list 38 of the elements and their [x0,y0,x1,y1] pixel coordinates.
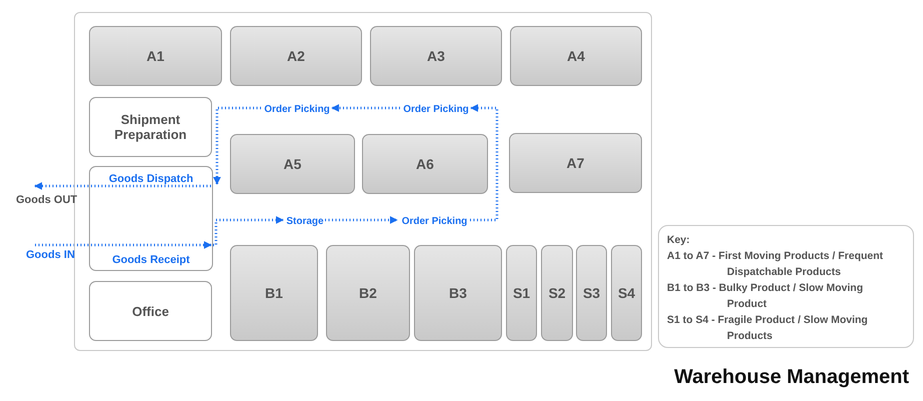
flow-label: Order Picking [402,102,470,117]
key-entry: A1 to A7 - First Moving Products / Frequent Dispatchable Products [667,249,884,280]
edge-label: Goods OUT [16,194,78,206]
arrow [213,216,284,246]
area-box: Shipment Preparation [89,97,212,157]
key-heading: Key: [667,233,691,248]
storage-rack: S2 [541,245,573,341]
storage-rack: B3 [414,245,502,341]
storage-rack: A2 [230,26,362,86]
flow-label: Order Picking [399,214,470,229]
storage-rack: A4 [510,26,642,86]
storage-rack: S4 [611,245,642,341]
area-label: Goods Dispatch [108,173,194,185]
storage-rack: B2 [326,245,410,341]
storage-rack: A1 [89,26,222,86]
storage-rack: A6 [362,134,488,194]
edge-label: Goods IN [26,249,75,261]
key-entry: S1 to S4 - Fragile Product / Slow Moving Products [667,313,869,344]
arrow [325,216,398,224]
storage-rack: A3 [370,26,502,86]
flow-label: Storage [285,214,325,229]
arrow [213,106,261,185]
title: Warehouse Management [674,366,909,389]
flow-label: Order Picking [263,102,331,117]
storage-rack: S3 [576,245,607,341]
key-entry: B1 to B3 - Bulky Product / Slow Moving Product [667,281,864,312]
arrow [470,104,498,222]
storage-rack: A5 [230,134,355,194]
area-box: Office [89,281,212,341]
key-box [658,225,914,348]
arrow [331,104,400,112]
arrow [35,241,212,249]
dispatch-receipt-area [89,166,213,271]
arrow [34,182,211,190]
storage-rack: S1 [506,245,537,341]
area-label: Goods Receipt [112,254,190,266]
storage-rack: B1 [230,245,318,341]
storage-rack: A7 [509,133,642,193]
